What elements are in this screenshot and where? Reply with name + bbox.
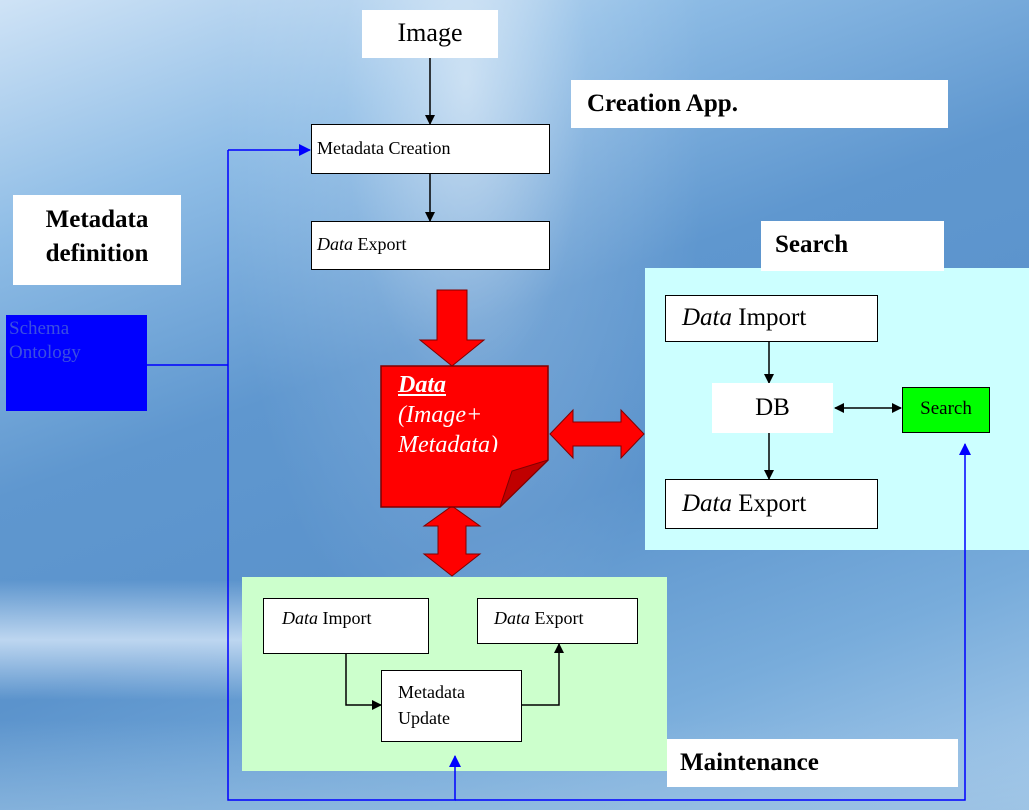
data-export-top-italic: Data [317,234,353,254]
data-document-title: Data [398,372,446,398]
blue-connector-to-search [455,443,971,801]
creation-app-title: Creation App. [571,80,948,128]
data-document-text: Data (Image+ Metadata) [398,370,548,452]
metadata-update-line1: Metadata [398,682,465,702]
red-double-arrow-vertical [422,505,482,577]
search-data-import-italic: Data [682,304,732,331]
search-data-export-rest: Export [732,490,807,517]
search-data-export-italic: Data [682,490,732,517]
search-button-label: Search [920,398,972,419]
ontology-label: Ontology [9,342,81,363]
data-export-top-rest: Export [353,234,407,254]
creation-app-label: Creation App. [587,90,738,117]
image-box-label: Image [397,18,463,47]
data-document-line2: Metadata) [398,432,498,452]
schema-ontology-box: Schema Ontology [6,315,147,411]
maint-data-import-rest: Import [318,608,372,628]
red-arrow-down [418,289,486,367]
search-button[interactable]: Search [902,387,990,433]
maint-data-export-box: Data Export [477,598,638,644]
maint-data-export-rest: Export [530,608,584,628]
metadata-creation-label: Metadata Creation [317,138,451,158]
metadata-creation-box: Metadata Creation [311,124,550,174]
search-data-import-rest: Import [732,304,807,331]
db-label: DB [755,394,790,421]
data-document-line1: (Image+ [398,402,483,428]
search-data-export-box: Data Export [665,479,878,529]
metadata-definition-line1: Metadata [45,206,149,233]
metadata-definition-line2: definition [45,240,149,267]
schema-label: Schema [9,318,70,339]
maintenance-title: Maintenance [667,739,958,787]
maint-data-export-italic: Data [494,608,530,628]
search-title-label: Search [775,231,849,258]
maint-data-import-box: Data Import [263,598,429,654]
db-box: DB [712,383,833,433]
maintenance-title-label: Maintenance [680,749,819,776]
arrow-update-to-maint-export [522,643,564,706]
arrow-maint-import-to-update [345,654,382,710]
data-export-top-box: Data Export [311,221,550,270]
image-box: Image [362,10,498,58]
data-document-shape [380,365,549,508]
search-data-import-box: Data Import [665,295,878,342]
maint-data-import-italic: Data [282,608,318,628]
blue-connector-main [227,150,461,801]
search-title: Search [761,221,944,271]
metadata-update-line2: Update [398,708,450,728]
red-double-arrow-horizontal [549,408,645,460]
metadata-update-box: Metadata Update [381,670,522,742]
metadata-definition-title: Metadata definition [13,195,181,285]
